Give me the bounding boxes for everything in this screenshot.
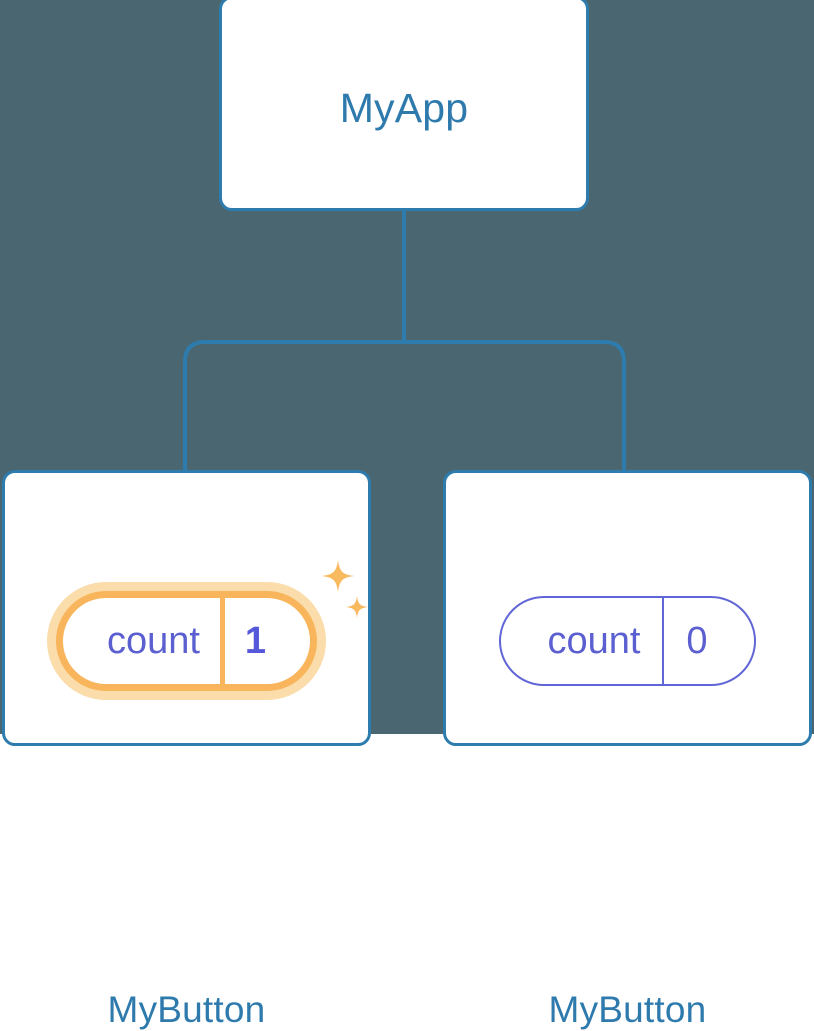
connector-lines [183, 211, 626, 471]
node-title: MyApp [339, 85, 469, 131]
state-value: 1 [244, 620, 267, 662]
state-key: count [501, 598, 665, 684]
state-pill[interactable]: count 0 [499, 596, 756, 686]
state-key: count [63, 598, 225, 684]
node-title: MyButton [107, 989, 266, 1030]
state-pill-container-0: count 1 [2, 591, 371, 691]
node-title: MyButton [548, 989, 707, 1030]
node-myapp[interactable]: MyApp [219, 0, 589, 211]
state-pill-highlighted[interactable]: count 1 [55, 591, 318, 691]
state-value: 0 [686, 620, 708, 662]
connector-branch [183, 340, 626, 471]
state-pill-container-1: count 0 [443, 592, 812, 690]
